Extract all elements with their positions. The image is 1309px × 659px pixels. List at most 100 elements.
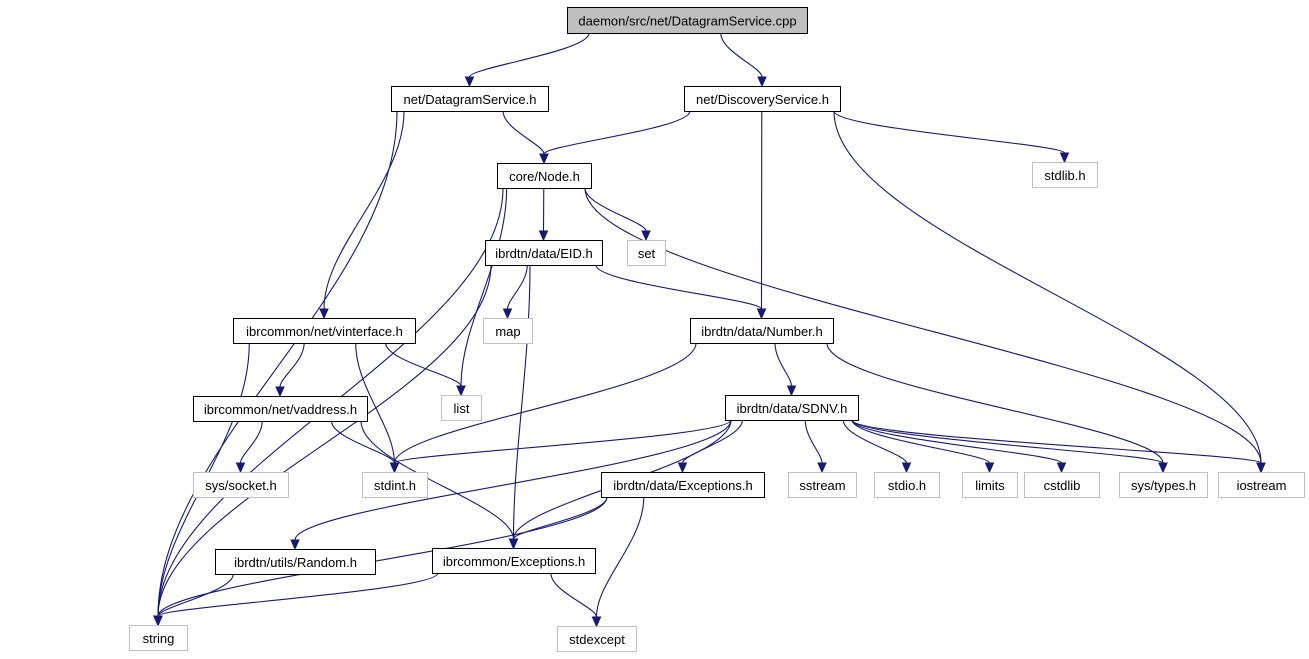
edge-vaddr-to-socket xyxy=(235,420,263,474)
node-label: ibrdtn/data/EID.h xyxy=(495,246,593,261)
node-sdnv[interactable]: ibrdtn/data/SDNV.h xyxy=(725,395,859,421)
node-box xyxy=(215,549,376,575)
edge-disc-to-number xyxy=(756,110,767,320)
node-box xyxy=(391,86,549,112)
node-vif[interactable]: ibrcommon/net/vinterface.h xyxy=(233,318,416,344)
node-label: stdlib.h xyxy=(1044,168,1085,183)
node-box xyxy=(601,472,765,498)
node-root: daemon/src/net/DatagramService.cpp xyxy=(567,7,808,34)
edge-random-to-string xyxy=(153,573,234,627)
edge-sdnv-to-cstdlib xyxy=(851,419,1067,474)
edge-eid-to-map xyxy=(502,264,528,320)
node-box xyxy=(193,472,289,498)
node-stdlib: stdlib.h xyxy=(1032,162,1098,188)
node-box xyxy=(1032,162,1098,188)
node-label: ibrcommon/net/vaddress.h xyxy=(204,402,357,417)
edge-commonexc-to-string xyxy=(153,572,439,627)
node-list: list xyxy=(441,395,482,421)
edge-vaddr-to-stdint xyxy=(330,420,400,474)
edge-dgs-to-vif xyxy=(319,110,405,320)
node-cstdlib: cstdlib xyxy=(1024,472,1100,498)
node-label: cstdlib xyxy=(1044,478,1081,493)
node-box xyxy=(1024,472,1100,498)
edge-vif-to-list xyxy=(385,342,466,397)
node-label: stdint.h xyxy=(374,478,416,493)
node-label: core/Node.h xyxy=(509,169,580,184)
edge-dgs-to-string xyxy=(153,110,398,627)
node-box xyxy=(788,472,857,498)
node-label: limits xyxy=(975,478,1005,493)
node-box xyxy=(1218,472,1305,498)
edge-sdnv-to-limits xyxy=(851,419,995,474)
node-eid[interactable]: ibrdtn/data/EID.h xyxy=(485,240,603,266)
node-layer: daemon/src/net/DatagramService.cpp net/Da… xyxy=(129,7,1305,652)
node-label: ibrdtn/data/Exceptions.h xyxy=(613,478,752,493)
node-box xyxy=(193,396,368,422)
node-box xyxy=(725,395,859,421)
node-box xyxy=(233,318,416,344)
node-box xyxy=(483,318,533,344)
edge-sdnv-to-random xyxy=(290,419,732,551)
node-set: set xyxy=(627,240,666,266)
node-label: ibrcommon/net/vinterface.h xyxy=(246,324,403,339)
edge-sdnv-to-dtnexc xyxy=(677,419,743,474)
edge-node-to-eid xyxy=(538,187,549,242)
node-dgs[interactable]: net/DatagramService.h xyxy=(391,86,549,112)
node-sstream: sstream xyxy=(788,472,857,498)
node-box xyxy=(1119,472,1208,498)
node-label: ibrdtn/utils/Random.h xyxy=(234,555,357,570)
edge-disc-to-stdlib xyxy=(833,110,1070,164)
node-label: list xyxy=(454,401,470,416)
edge-dtnexc-to-commonexc xyxy=(508,496,608,550)
node-map: map xyxy=(483,318,533,344)
node-number[interactable]: ibrdtn/data/Number.h xyxy=(690,318,834,344)
edge-eid-to-number xyxy=(595,264,767,320)
edge-dtnexc-to-stdexcept xyxy=(591,496,645,628)
node-box xyxy=(874,472,940,498)
node-label: daemon/src/net/DatagramService.cpp xyxy=(578,14,796,29)
edge-root-to-disc xyxy=(720,32,767,88)
edge-sdnv-to-iostream xyxy=(851,419,1266,474)
node-box xyxy=(485,240,603,266)
node-label: sys/socket.h xyxy=(205,478,277,493)
node-label: stdio.h xyxy=(888,478,926,493)
node-label: map xyxy=(495,324,520,339)
node-socket: sys/socket.h xyxy=(193,472,289,498)
node-label: ibrdtn/data/Number.h xyxy=(701,324,822,339)
node-label: net/DatagramService.h xyxy=(404,92,537,107)
node-vaddr[interactable]: ibrcommon/net/vaddress.h xyxy=(193,396,368,422)
node-label: ibrcommon/Exceptions.h xyxy=(443,554,585,569)
node-label: sys/types.h xyxy=(1131,478,1196,493)
node-label: sstream xyxy=(799,478,845,493)
node-stdio: stdio.h xyxy=(874,472,940,498)
edge-node-to-set xyxy=(584,187,651,242)
node-commonexc[interactable]: ibrcommon/Exceptions.h xyxy=(432,548,596,574)
node-dtnexc[interactable]: ibrdtn/data/Exceptions.h xyxy=(601,472,765,498)
node-random[interactable]: ibrdtn/utils/Random.h xyxy=(215,549,376,575)
node-iostream: iostream xyxy=(1218,472,1305,498)
node-disc[interactable]: net/DiscoveryService.h xyxy=(684,86,841,112)
node-box xyxy=(362,472,428,498)
edge-sdnv-to-stdint xyxy=(389,419,732,474)
edge-root-to-dgs xyxy=(464,32,590,88)
node-stdexcept: stdexcept xyxy=(557,626,637,652)
node-box xyxy=(129,625,188,651)
node-label: ibrdtn/data/SDNV.h xyxy=(737,401,848,416)
edge-sdnv-to-systypes xyxy=(851,419,1168,474)
node-limits: limits xyxy=(962,472,1018,498)
edge-node-to-iostream xyxy=(584,187,1266,474)
edge-commonexc-to-stdexcept xyxy=(550,572,602,628)
node-box xyxy=(962,472,1018,498)
node-string: string xyxy=(129,625,188,651)
node-box xyxy=(627,240,666,266)
edge-sdnv-to-stdio xyxy=(842,419,912,474)
node-systypes: sys/types.h xyxy=(1119,472,1208,498)
node-box xyxy=(497,163,592,189)
edge-disc-to-node xyxy=(539,110,691,165)
edge-eid-to-commonexc xyxy=(508,264,531,550)
node-node[interactable]: core/Node.h xyxy=(497,163,592,189)
edge-node-to-list xyxy=(456,187,508,397)
node-label: set xyxy=(638,246,656,261)
edge-layer xyxy=(153,32,1266,628)
